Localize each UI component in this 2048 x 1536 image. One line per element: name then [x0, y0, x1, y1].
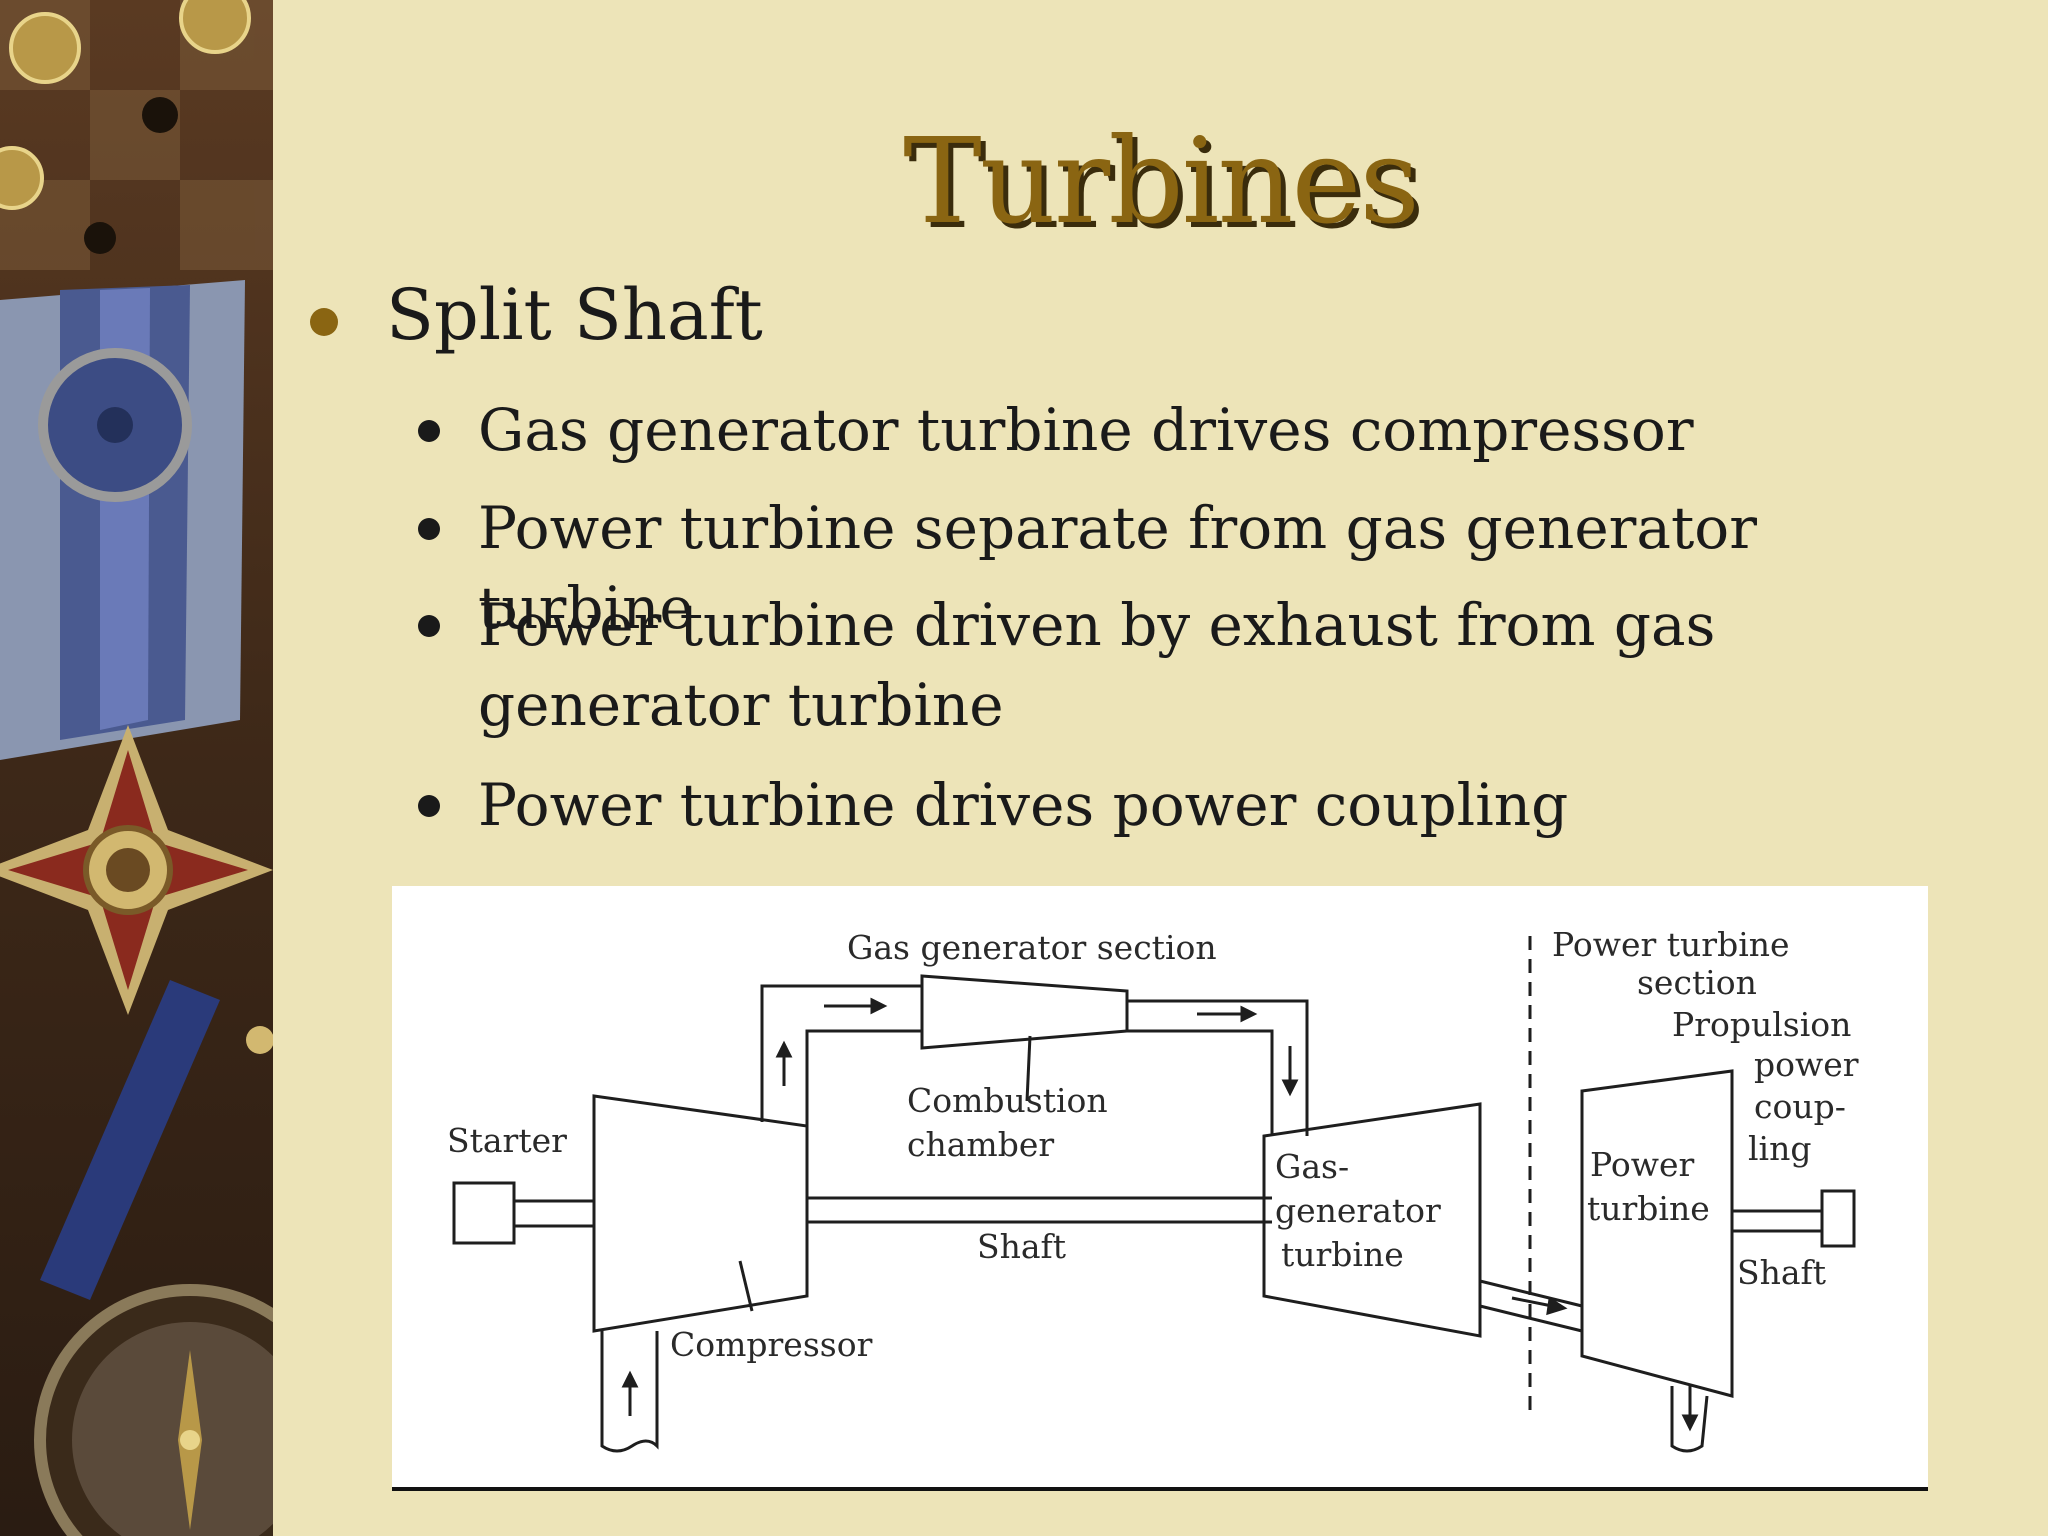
label-starter: Starter — [447, 1121, 567, 1160]
hot-gas-duct — [1127, 999, 1309, 1136]
label-power-turbine-1: Power — [1590, 1145, 1695, 1184]
bullet-dot-icon — [418, 420, 440, 442]
medal-photo-image — [0, 0, 273, 1536]
compressor-inlet-duct — [600, 1331, 659, 1453]
label-propulsion-3: coup- — [1754, 1087, 1846, 1126]
diagram-bottom-rule — [392, 1487, 1928, 1491]
sub-bullet-text: Power turbine drives power coupling — [478, 771, 1569, 839]
label-power-turbine-section-1: Power turbine — [1552, 925, 1790, 964]
label-power-turbine-section-2: section — [1637, 963, 1757, 1002]
label-propulsion-1: Propulsion — [1672, 1005, 1851, 1044]
label-combustion-1: Combustion — [907, 1081, 1108, 1120]
compressor-shape — [592, 1094, 809, 1333]
starter-box — [452, 1181, 516, 1245]
label-gas-gen-1: Gas- — [1275, 1147, 1349, 1186]
bullet-text: Split Shaft — [386, 274, 763, 356]
decorative-photo-strip — [0, 0, 273, 1536]
label-gas-gen-2: generator — [1275, 1191, 1441, 1230]
power-turbine-shape — [1580, 1069, 1734, 1398]
power-coupling-box — [1820, 1189, 1856, 1248]
label-compressor: Compressor — [670, 1325, 873, 1364]
sub-bullet-text: Power turbine driven by exhaust from gas… — [478, 591, 1716, 739]
air-duct — [760, 984, 922, 1122]
bullet-dot-icon — [418, 518, 440, 540]
label-shaft-right: Shaft — [1737, 1253, 1826, 1292]
split-shaft-turbine-diagram: Gas generator section Power turbine sect… — [392, 886, 1928, 1491]
bullet-dot-icon — [418, 615, 440, 637]
label-shaft-main: Shaft — [977, 1227, 1066, 1266]
sub-bullet-text: Power turbine separate from gas generato… — [478, 494, 1757, 642]
slide-title: Turbines — [903, 112, 1420, 250]
label-gas-gen-3: turbine — [1281, 1235, 1404, 1274]
label-combustion-2: chamber — [907, 1125, 1054, 1164]
label-propulsion-2: power — [1754, 1045, 1859, 1084]
label-power-turbine-2: turbine — [1587, 1189, 1710, 1228]
bullet-dot-icon — [310, 308, 338, 336]
sub-bullet-text: Gas generator turbine drives compressor — [478, 396, 1694, 464]
power-turbine-exhaust — [1670, 1386, 1709, 1453]
bullet-dot-icon — [418, 795, 440, 817]
gas-generator-turbine-shape — [1262, 1102, 1482, 1338]
label-gas-generator-section: Gas generator section — [847, 928, 1217, 967]
label-propulsion-4: ling — [1748, 1129, 1812, 1168]
combustion-chamber-shape — [920, 974, 1129, 1050]
